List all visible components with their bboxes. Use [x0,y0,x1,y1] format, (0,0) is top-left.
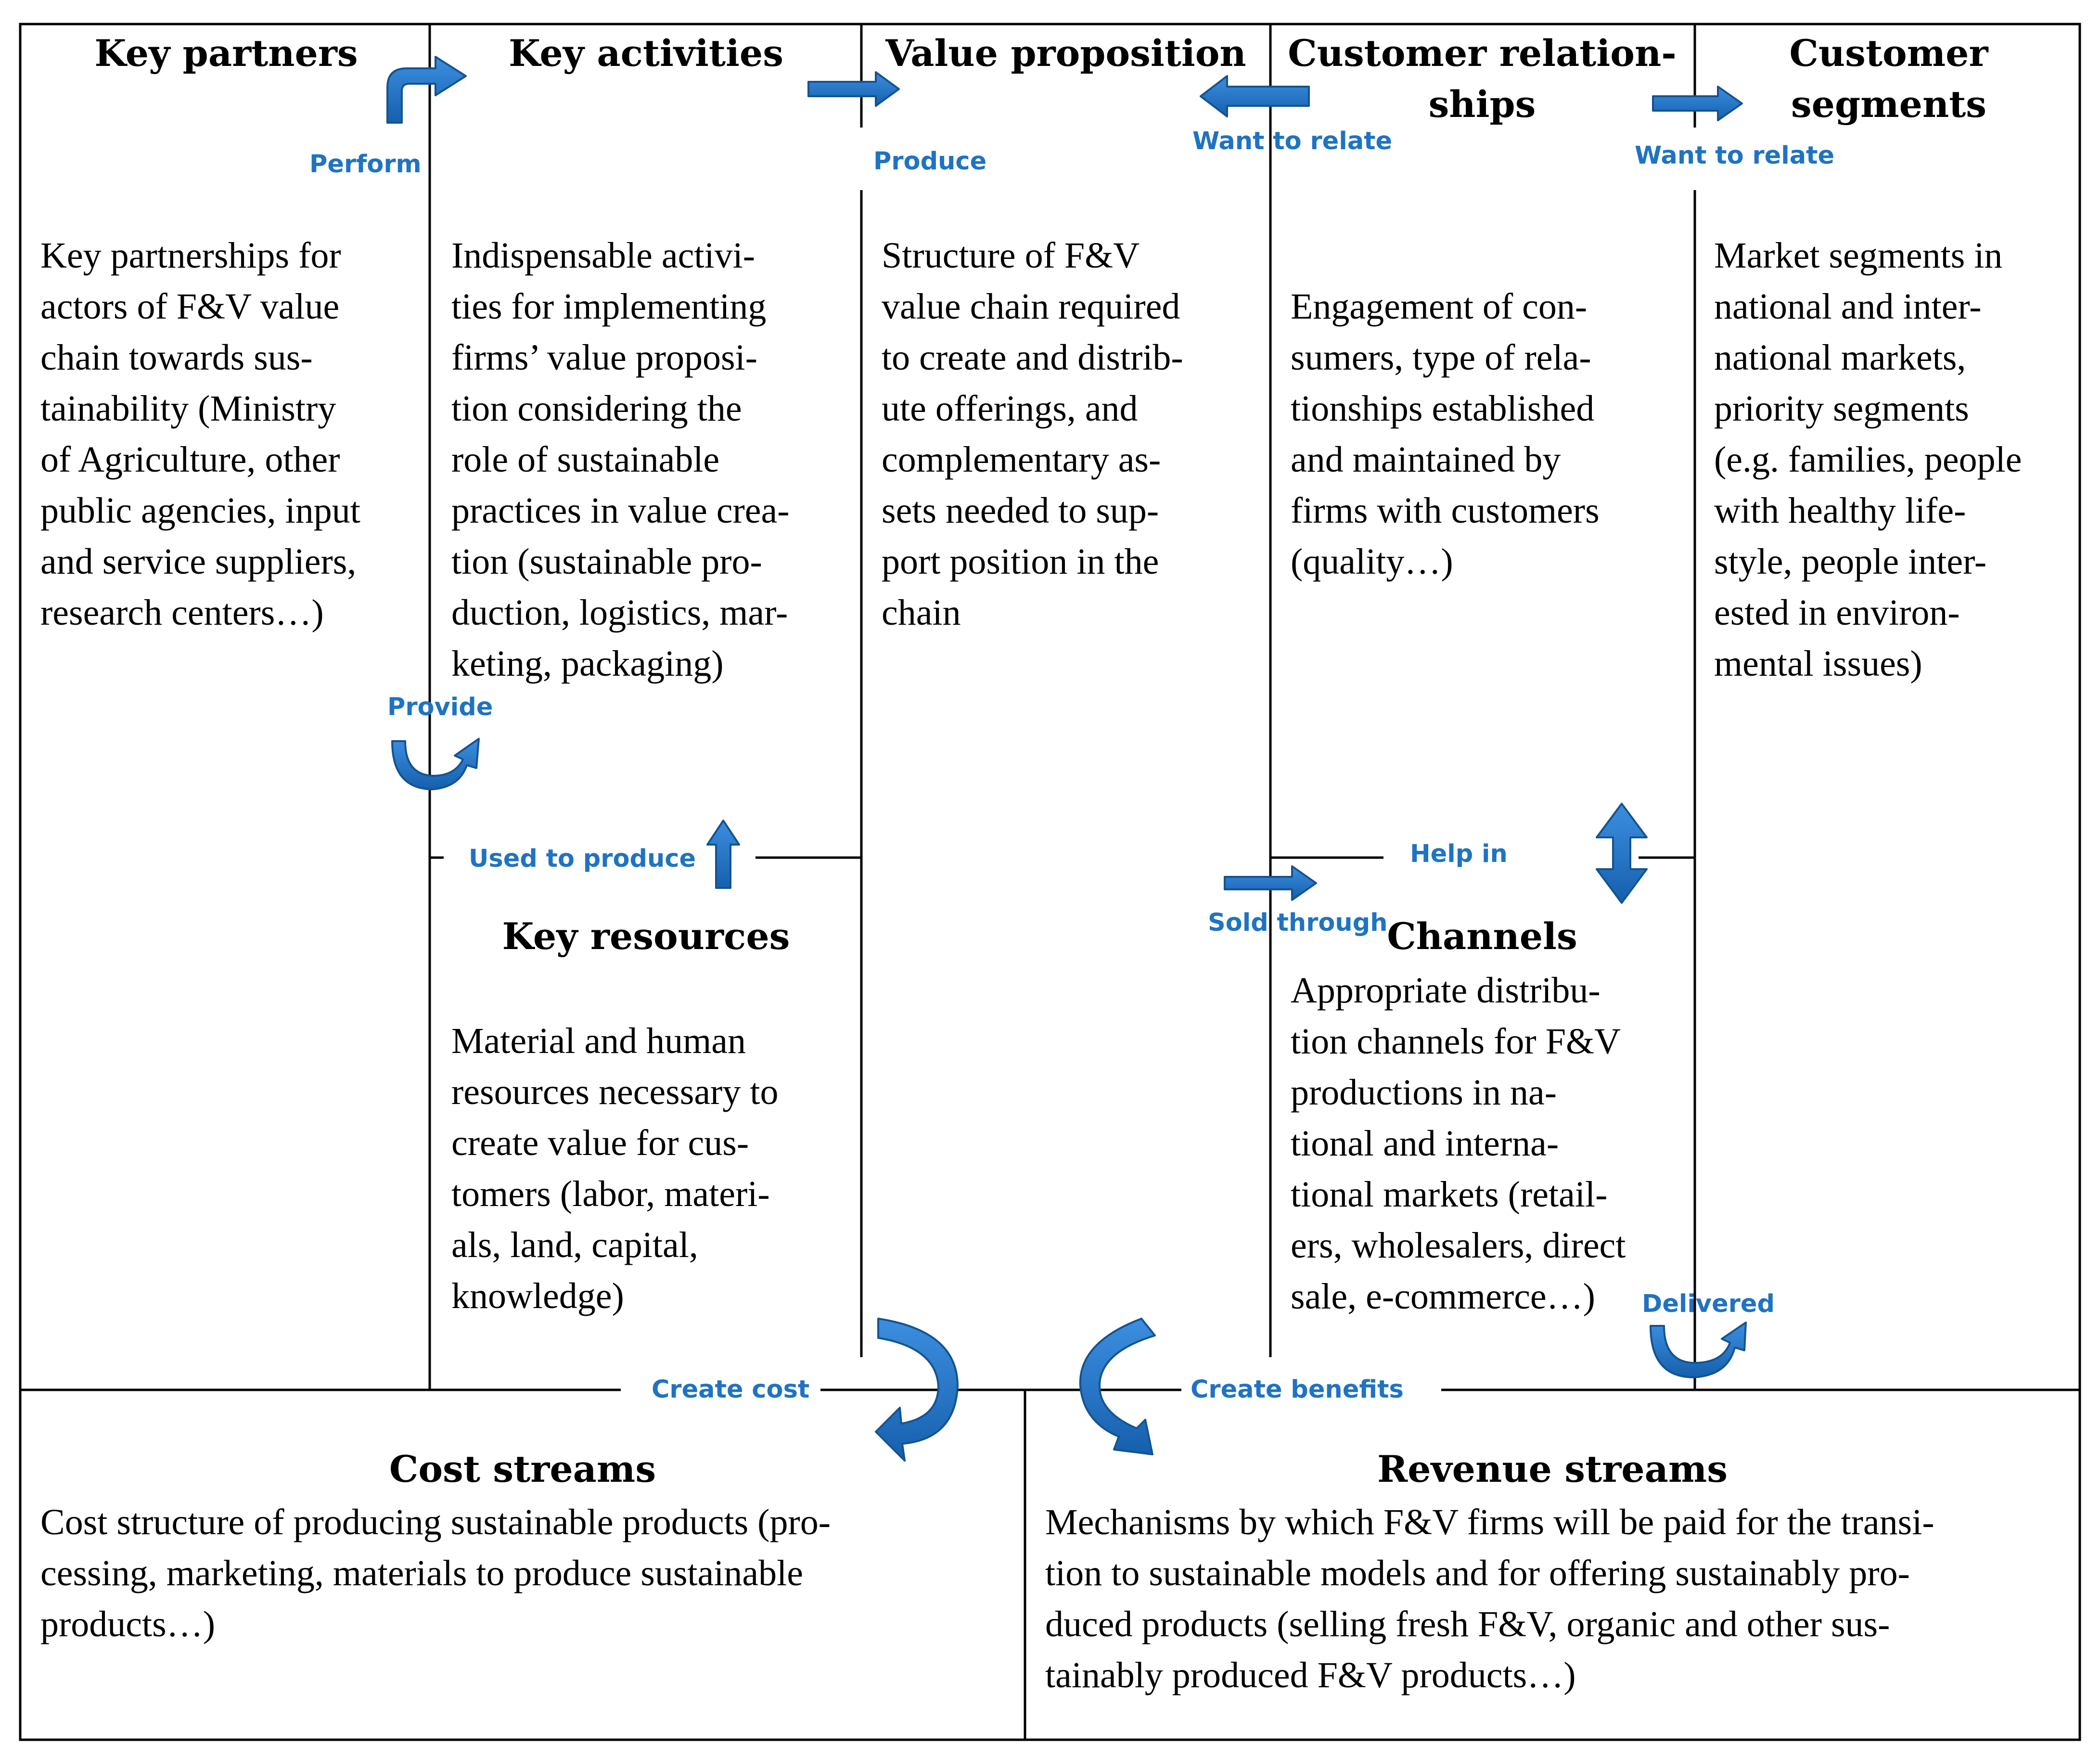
channels-text: Appropriate distribu- tion channels for … [1291,970,1626,1317]
delivered-label: Delivered [1642,1290,1775,1318]
sold-through-label: Sold through [1208,909,1388,937]
customer-relationships-text: Engagement of con- sumers, type of rela-… [1291,286,1600,582]
key-resources-text: Material and human resources necessary t… [451,1021,779,1316]
create-cost-label: Create cost [645,1375,817,1404]
produce-arrow-icon [807,71,900,107]
sold-through-arrow-icon [1224,865,1317,901]
perform-label: Perform [309,150,422,179]
key-resources-header: Key resources [502,915,790,958]
key-activities-header: Key activities [508,32,783,75]
key-activities-text: Indispensable activi- ties for implement… [451,235,790,684]
key-partners-text: Key partnerships for actors of F&V value… [40,235,360,633]
provide-curved-arrow-icon [391,738,480,790]
want-to-relate-label-2: Want to relate [1635,141,1835,170]
value-proposition-text: Structure of F&V value chain required to… [882,235,1183,633]
revenue-streams-header: Revenue streams [1377,1448,1728,1490]
help-in-double-arrow-icon [1596,803,1648,904]
cost-streams-text: Cost structure of producing sustainable … [40,1502,831,1644]
customer-segments-text: Market segments in national and inter- n… [1714,235,2022,684]
produce-label: Produce [873,147,987,176]
delivered-curved-arrow-icon [1650,1322,1747,1378]
customer-relationships-header: Customer relation- ships [1288,32,1677,126]
create-benefits-label: Create benefits [1184,1375,1410,1404]
want-to-relate-right-arrow-icon [1652,86,1743,121]
create-benefits-curved-arrow-icon [1079,1318,1156,1455]
help-in-label: Help in [1410,840,1508,868]
want-to-relate-label-1: Want to relate [1192,127,1393,155]
key-partners-header: Key partners [94,32,358,75]
create-cost-curved-arrow-icon [875,1318,959,1462]
cost-streams-header: Cost streams [389,1448,656,1490]
perform-arrow-icon [386,56,467,124]
provide-label: Provide [387,693,493,721]
channels-header: Channels [1387,915,1577,958]
customer-segments-header: Customer segments [1789,32,1988,126]
used-to-produce-label: Used to produce [469,845,696,873]
outer-border [19,23,2081,1741]
used-to-produce-arrow-icon [706,820,740,889]
revenue-streams-text: Mechanisms by which F&V firms will be pa… [1045,1502,1934,1695]
value-proposition-header: Value proposition [885,32,1246,75]
want-to-relate-left-arrow-icon [1200,75,1310,117]
